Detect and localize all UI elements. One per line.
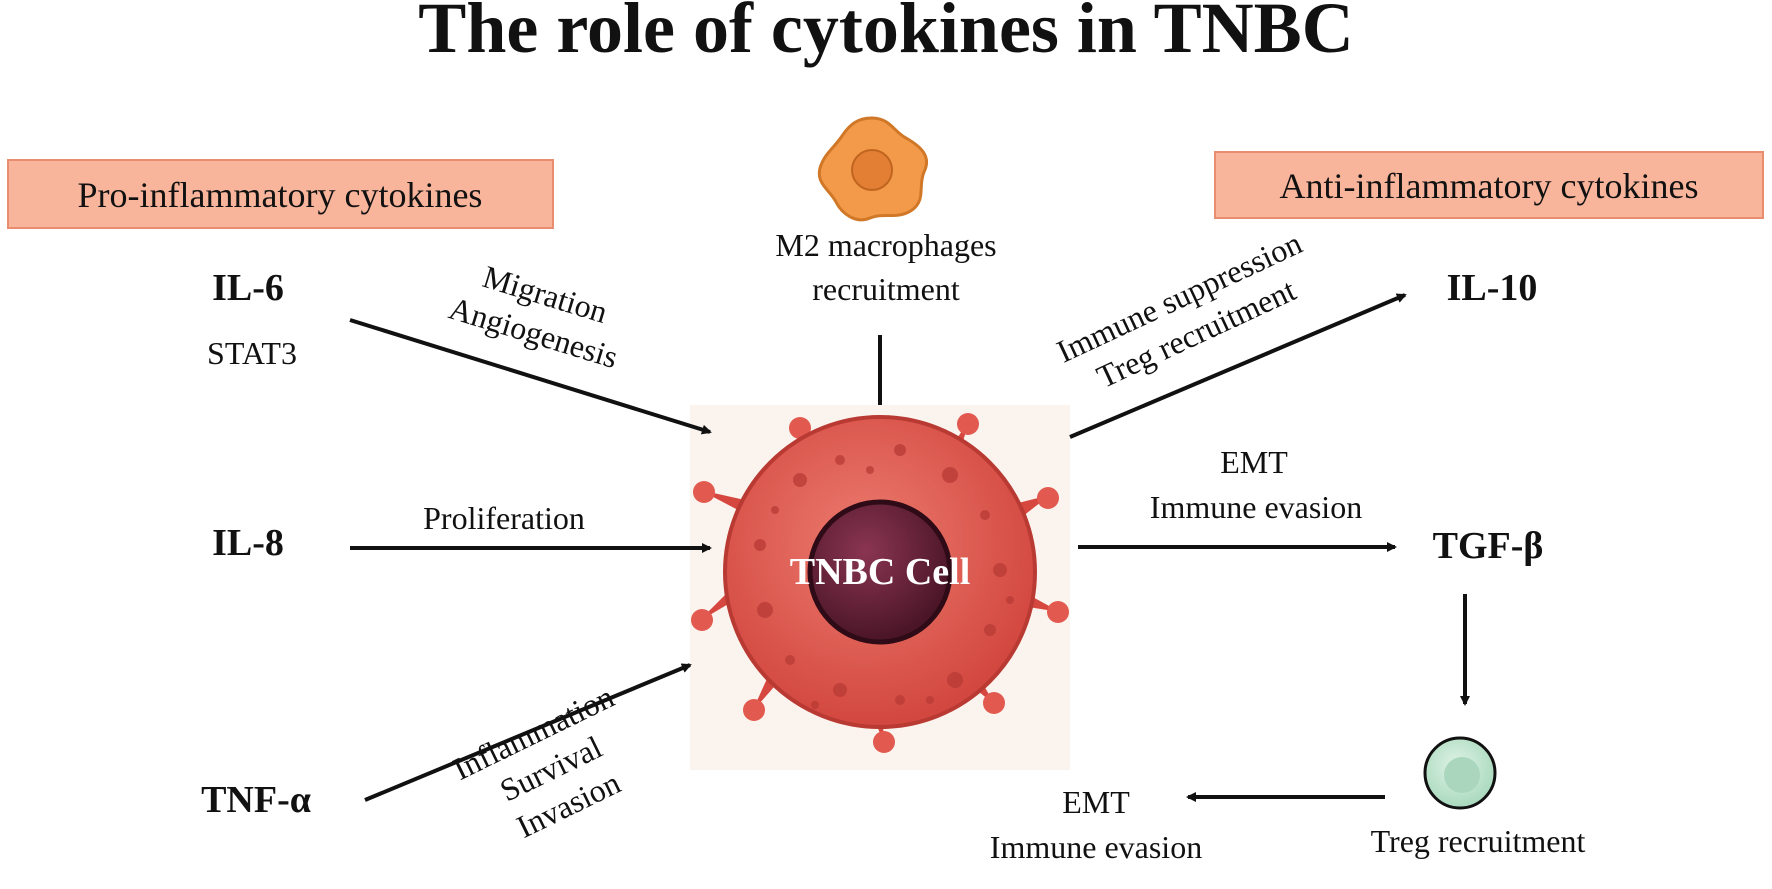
diagram-title: The role of cytokines in TNBC: [418, 0, 1353, 68]
m2-macrophage-icon: [817, 116, 929, 222]
anti-inflammatory-label: Anti-inflammatory cytokines: [1280, 166, 1699, 206]
il8-effect-proliferation: Proliferation: [423, 500, 585, 536]
tnfa-label: TNF-α: [201, 779, 311, 821]
treg-recruitment-label: Treg recruitment: [1371, 823, 1586, 859]
treg-effect-emt: EMT: [1062, 784, 1130, 820]
tnbc-cell-icon: [690, 405, 1070, 770]
treg-effect-immune-evasion: Immune evasion: [990, 829, 1202, 865]
tgfb-label: TGF-β: [1433, 525, 1544, 567]
m2-label-line1: M2 macrophages: [775, 227, 996, 263]
treg-cell-icon: [1423, 736, 1497, 810]
arrow-cell-to-il10: [1069, 293, 1407, 439]
anti-inflammatory-box: Anti-inflammatory cytokines: [1214, 151, 1764, 219]
il10-label: IL-10: [1447, 267, 1538, 309]
tnbc-cell-label: TNBC Cell: [790, 551, 971, 593]
arrow-il6-to-cell: [349, 318, 712, 435]
il6-label: IL-6: [212, 267, 284, 309]
pro-inflammatory-label: Pro-inflammatory cytokines: [78, 175, 483, 215]
tgfb-effect-emt: EMT: [1220, 444, 1288, 480]
arrow-tnfa-to-cell: [364, 663, 692, 802]
il6-stat3-label: STAT3: [207, 335, 297, 371]
m2-label-line2: recruitment: [812, 271, 960, 307]
il8-label: IL-8: [212, 522, 284, 564]
pro-inflammatory-box: Pro-inflammatory cytokines: [7, 159, 554, 229]
tgfb-effect-immune-evasion: Immune evasion: [1150, 489, 1362, 525]
